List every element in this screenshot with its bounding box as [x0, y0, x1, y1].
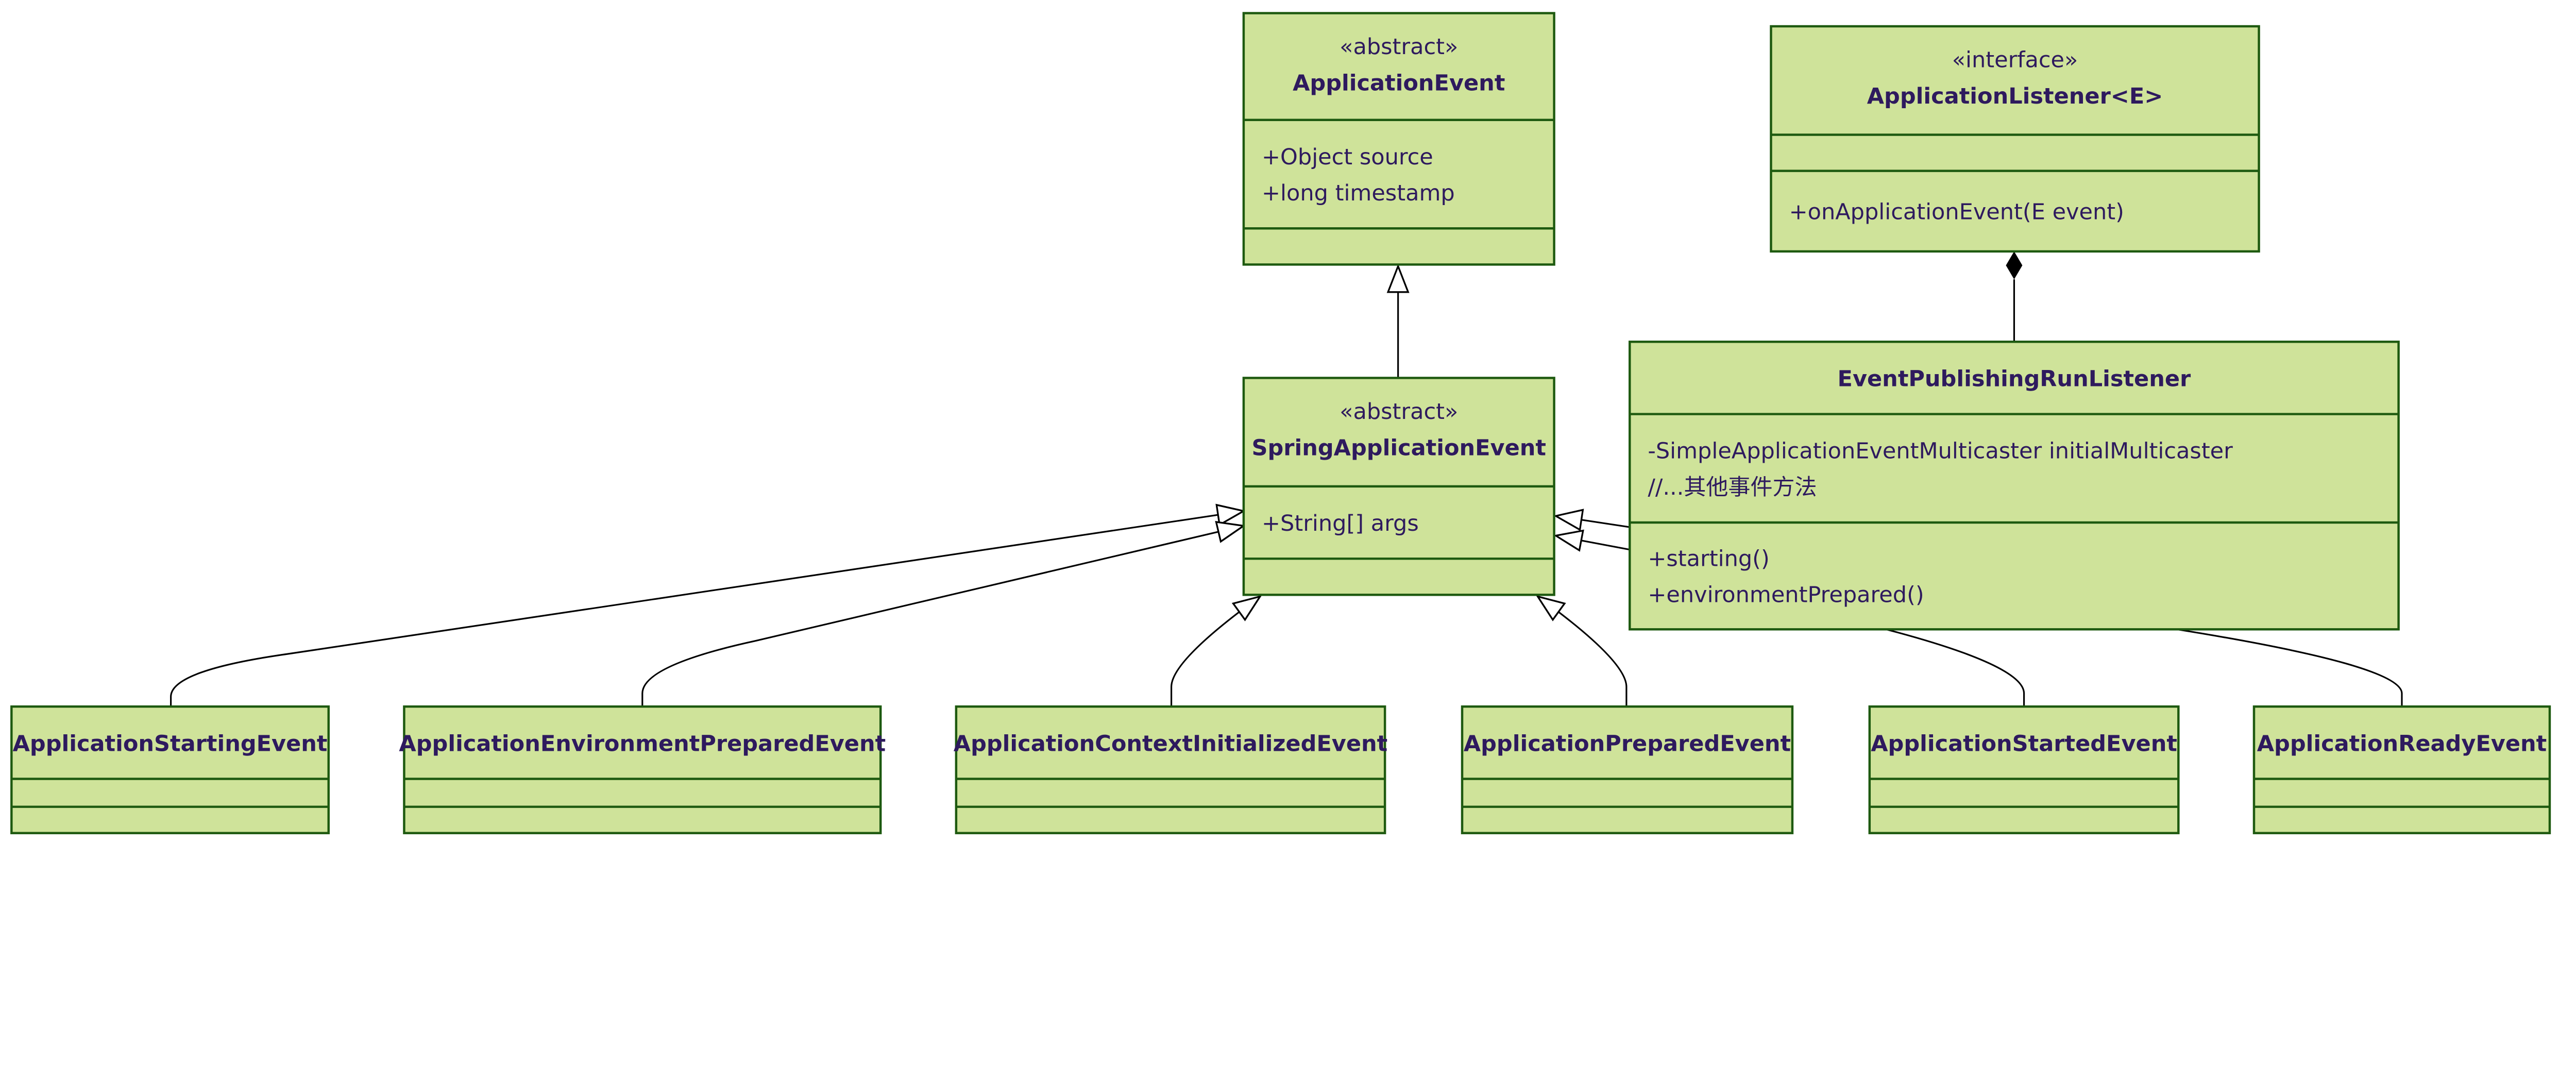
- class-name: ApplicationReadyEvent: [2257, 731, 2547, 756]
- stereotype-label: «abstract»: [1340, 399, 1458, 425]
- class-box: [403, 705, 882, 834]
- class-spring-application-event[interactable]: «abstract» SpringApplicationEvent +String[…: [1242, 377, 1555, 596]
- class-diagram: «abstract» ApplicationEvent +Object source…: [10, 12, 2551, 834]
- inheritance-arrow-application-prepared-event: [1538, 597, 1628, 707]
- class-application-environment-prepared-event[interactable]: ApplicationEnvironmentPreparedEvent: [399, 705, 886, 834]
- class-box: [2252, 705, 2551, 834]
- class-event-publishing-run-listener[interactable]: EventPublishingRunListener -SimpleApplica…: [1629, 341, 2400, 631]
- class-box: [1868, 705, 2180, 834]
- class-name: EventPublishingRunListener: [1838, 366, 2192, 392]
- inheritance-arrow-application-started-event: [1556, 536, 2025, 707]
- inheritance-arrow-application-ready-event: [1556, 516, 2403, 707]
- class-box: [1629, 341, 2400, 631]
- stereotype-label: «interface»: [1952, 47, 2078, 73]
- classes-layer: «abstract» ApplicationEvent +Object source…: [10, 12, 2551, 834]
- class-name: ApplicationPreparedEvent: [1464, 731, 1791, 756]
- class-application-event[interactable]: «abstract» ApplicationEvent +Object source…: [1242, 12, 1555, 266]
- stereotype-label: «abstract»: [1340, 34, 1458, 60]
- class-name: ApplicationStartedEvent: [1871, 731, 2177, 756]
- attribute: +String[] args: [1262, 511, 1419, 536]
- class-box: [955, 705, 1386, 834]
- attribute: +Object source: [1262, 144, 1433, 170]
- method: +environmentPrepared(): [1648, 582, 1924, 608]
- class-application-ready-event[interactable]: ApplicationReadyEvent: [2252, 705, 2551, 834]
- class-name: SpringApplicationEvent: [1251, 435, 1546, 461]
- class-application-starting-event[interactable]: ApplicationStartingEvent: [10, 705, 330, 834]
- attribute: +long timestamp: [1262, 180, 1455, 206]
- edges-layer: [170, 251, 2403, 707]
- class-box: [1770, 25, 2260, 253]
- class-application-started-event[interactable]: ApplicationStartedEvent: [1868, 705, 2180, 834]
- class-name: ApplicationEvent: [1293, 70, 1505, 96]
- class-box: [1242, 12, 1555, 266]
- attribute: -SimpleApplicationEventMulticaster initi…: [1648, 439, 2233, 464]
- class-name: ApplicationContextInitializedEvent: [954, 731, 1387, 756]
- inheritance-arrow-application-starting-event: [170, 511, 1244, 707]
- class-name: ApplicationStartingEvent: [13, 731, 328, 756]
- method: +starting(): [1648, 546, 1769, 572]
- inheritance-arrow-application-context-initialized-event: [1171, 597, 1260, 707]
- class-application-context-initialized-event[interactable]: ApplicationContextInitializedEvent: [954, 705, 1387, 834]
- class-application-prepared-event[interactable]: ApplicationPreparedEvent: [1461, 705, 1794, 834]
- inheritance-arrow-application-environment-prepared-event: [641, 526, 1244, 707]
- attribute: //...其他事件方法: [1648, 475, 1817, 500]
- class-name: ApplicationListener<E>: [1867, 83, 2163, 109]
- composition-diamond-icon: [2006, 251, 2023, 280]
- class-box: [10, 705, 330, 834]
- method: +onApplicationEvent(E event): [1789, 199, 2124, 225]
- class-name: ApplicationEnvironmentPreparedEvent: [399, 731, 886, 756]
- class-box: [1461, 705, 1794, 834]
- class-application-listener[interactable]: «interface» ApplicationListener<E> +onAppl…: [1770, 25, 2260, 253]
